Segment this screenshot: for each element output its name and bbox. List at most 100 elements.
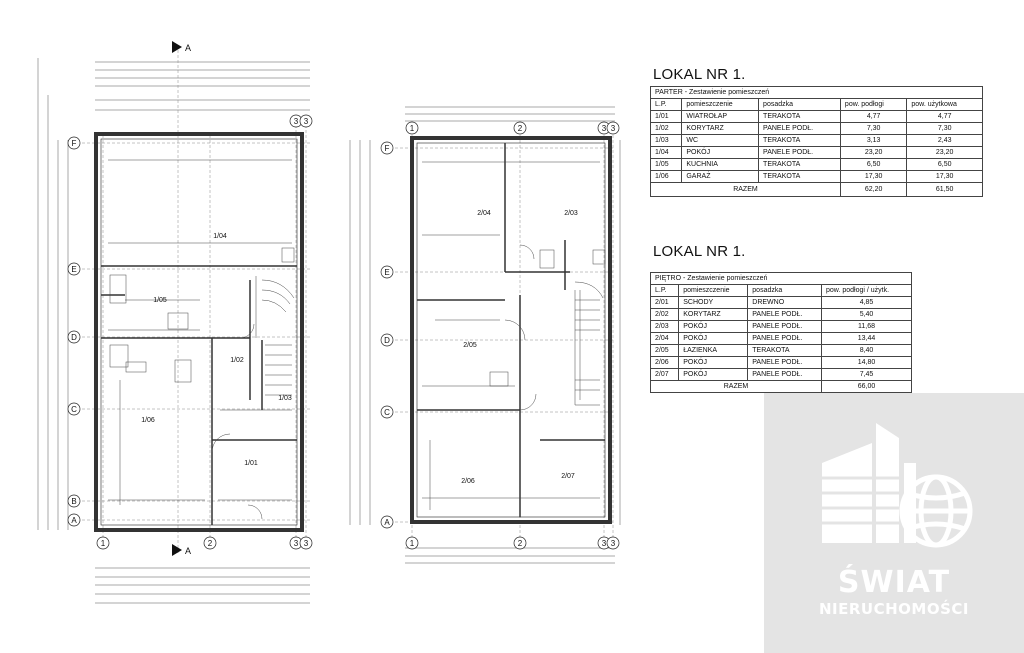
cell-floor-type: PANELE PODŁ. <box>747 320 823 333</box>
room-label: 2/06 <box>461 478 475 485</box>
axis-A-ground: A <box>71 516 77 525</box>
table-row: 1/02 KORYTARZ PANELE PODŁ. 7,30 7,30 <box>649 122 983 135</box>
cell-floor-type: TERAKOTA <box>758 158 841 171</box>
cell-area: 14,80 <box>821 356 912 369</box>
upper-floor-rooms-table: PIĘTRO - Zestawienie pomieszczeń L.P. po… <box>649 272 912 393</box>
total-area: 66,00 <box>821 380 912 393</box>
cell-area: 7,45 <box>821 368 912 381</box>
total-usable-area: 61,50 <box>906 182 983 197</box>
axis-3a-ground-top: 3 <box>294 117 299 126</box>
cell-lp: 1/06 <box>649 170 683 183</box>
cell-floor-type: PANELE PODŁ. <box>747 332 823 345</box>
cell-room: KORYTARZ <box>678 308 749 321</box>
total-floor-area: 62,20 <box>839 182 908 197</box>
total-label: RAZEM <box>649 380 823 393</box>
cell-floor-type: TERAKOTA <box>758 170 841 183</box>
table-row: 2/02 KORYTARZ PANELE PODŁ. 5,40 <box>649 308 912 321</box>
section-mark-top: A <box>185 43 191 53</box>
table-row: 2/04 POKÓJ PANELE PODŁ. 13,44 <box>649 332 912 345</box>
axis-3b-upper: 3 <box>611 539 616 548</box>
cell-area: 8,40 <box>821 344 912 357</box>
watermark-logo: ŚWIAT NIERUCHOMOŚCI <box>764 393 1024 653</box>
cell-floor-area: 17,30 <box>839 170 908 183</box>
cell-room: POKÓJ <box>681 146 760 159</box>
room-label: 2/03 <box>564 210 578 217</box>
axis-E-upper: E <box>384 268 389 277</box>
column-header: L.P. <box>649 98 683 111</box>
cell-room: ŁAZIENKA <box>678 344 749 357</box>
cell-usable-area: 4,77 <box>906 110 983 123</box>
axis-3b-upper-top: 3 <box>611 124 616 133</box>
table-row: 1/04 POKÓJ PANELE PODŁ. 23,20 23,20 <box>649 146 983 159</box>
table-row: 1/05 KUCHNIA TERAKOTA 6,50 6,50 <box>649 158 983 171</box>
cell-floor-type: PANELE PODŁ. <box>758 122 841 135</box>
cell-lp: 2/05 <box>649 344 680 357</box>
column-header: L.P. <box>649 284 680 297</box>
ground-floor-plan <box>37 41 310 604</box>
cell-lp: 2/03 <box>649 320 680 333</box>
cell-area: 4,85 <box>821 296 912 309</box>
room-label: 2/05 <box>463 342 477 349</box>
column-header: pow. użytkowa <box>906 98 983 111</box>
cell-usable-area: 7,30 <box>906 122 983 135</box>
total-label: RAZEM <box>650 182 841 197</box>
cell-room: WIATROŁAP <box>681 110 760 123</box>
cell-lp: 1/05 <box>649 158 683 171</box>
axis-1-ground: 1 <box>101 539 106 548</box>
column-header: pomieszczenie <box>678 284 749 297</box>
cell-floor-type: PANELE PODŁ. <box>747 308 823 321</box>
building-globe-icon <box>822 423 973 548</box>
cell-floor-area: 3,13 <box>839 134 908 147</box>
watermark-line1: ŚWIAT <box>837 565 951 600</box>
room-label: 1/03 <box>278 395 292 402</box>
axis-C-upper: C <box>384 408 390 417</box>
cell-room: WC <box>681 134 760 147</box>
axis-2-upper: 2 <box>518 539 523 548</box>
cell-room: GARAŻ <box>681 170 760 183</box>
cell-room: KORYTARZ <box>681 122 760 135</box>
column-header: posadzka <box>747 284 823 297</box>
table-total-row: RAZEM 62,20 61,50 <box>650 182 983 197</box>
table-row: 1/03 WC TERAKOTA 3,13 2,43 <box>649 134 983 147</box>
lokal-upper-title: LOKAL NR 1. <box>653 243 746 260</box>
axis-2-upper-top: 2 <box>518 124 523 133</box>
cell-lp: 2/02 <box>649 308 680 321</box>
cell-lp: 2/07 <box>649 368 680 381</box>
axis-3b-ground-top: 3 <box>304 117 309 126</box>
room-label: 1/06 <box>141 417 155 424</box>
table-header-row: L.P. pomieszczenie posadzka pow. podłogi… <box>649 284 912 297</box>
axis-D-upper: D <box>384 336 390 345</box>
cell-lp: 1/02 <box>649 122 683 135</box>
cell-floor-type: TERAKOTA <box>747 344 823 357</box>
cell-lp: 1/03 <box>649 134 683 147</box>
axis-F-ground: F <box>72 139 77 148</box>
cell-usable-area: 2,43 <box>906 134 983 147</box>
cell-room: POKÓJ <box>678 320 749 333</box>
ground-floor-rooms-table: PARTER - Zestawienie pomieszczeń L.P. po… <box>649 86 983 197</box>
cell-floor-type: TERAKOTA <box>758 134 841 147</box>
axis-3b-ground: 3 <box>304 539 309 548</box>
cell-floor-area: 7,30 <box>839 122 908 135</box>
cell-usable-area: 23,20 <box>906 146 983 159</box>
cell-area: 11,68 <box>821 320 912 333</box>
cell-room: POKÓJ <box>678 332 749 345</box>
room-label: 1/01 <box>244 460 258 467</box>
room-label: 2/04 <box>477 210 491 217</box>
room-label: 1/02 <box>230 357 244 364</box>
table-caption: PARTER - Zestawienie pomieszczeń <box>650 86 983 99</box>
table-row: 2/06 POKÓJ PANELE PODŁ. 14,80 <box>649 356 912 369</box>
cell-room: POKÓJ <box>678 368 749 381</box>
axis-3a-ground: 3 <box>294 539 299 548</box>
table-row: 2/03 POKÓJ PANELE PODŁ. 11,68 <box>649 320 912 333</box>
table-row: 1/01 WIATROŁAP TERAKOTA 4,77 4,77 <box>649 110 983 123</box>
ground-axis-bubbles <box>67 114 313 550</box>
axis-E-ground: E <box>71 265 76 274</box>
cell-usable-area: 17,30 <box>906 170 983 183</box>
column-header: pomieszczenie <box>681 98 760 111</box>
cell-floor-area: 4,77 <box>839 110 908 123</box>
room-label: 1/05 <box>153 297 167 304</box>
table-caption: PIĘTRO - Zestawienie pomieszczeń <box>650 272 912 285</box>
axis-F-upper: F <box>385 144 390 153</box>
axis-B-ground: B <box>71 497 76 506</box>
section-mark-bottom: A <box>185 546 191 556</box>
